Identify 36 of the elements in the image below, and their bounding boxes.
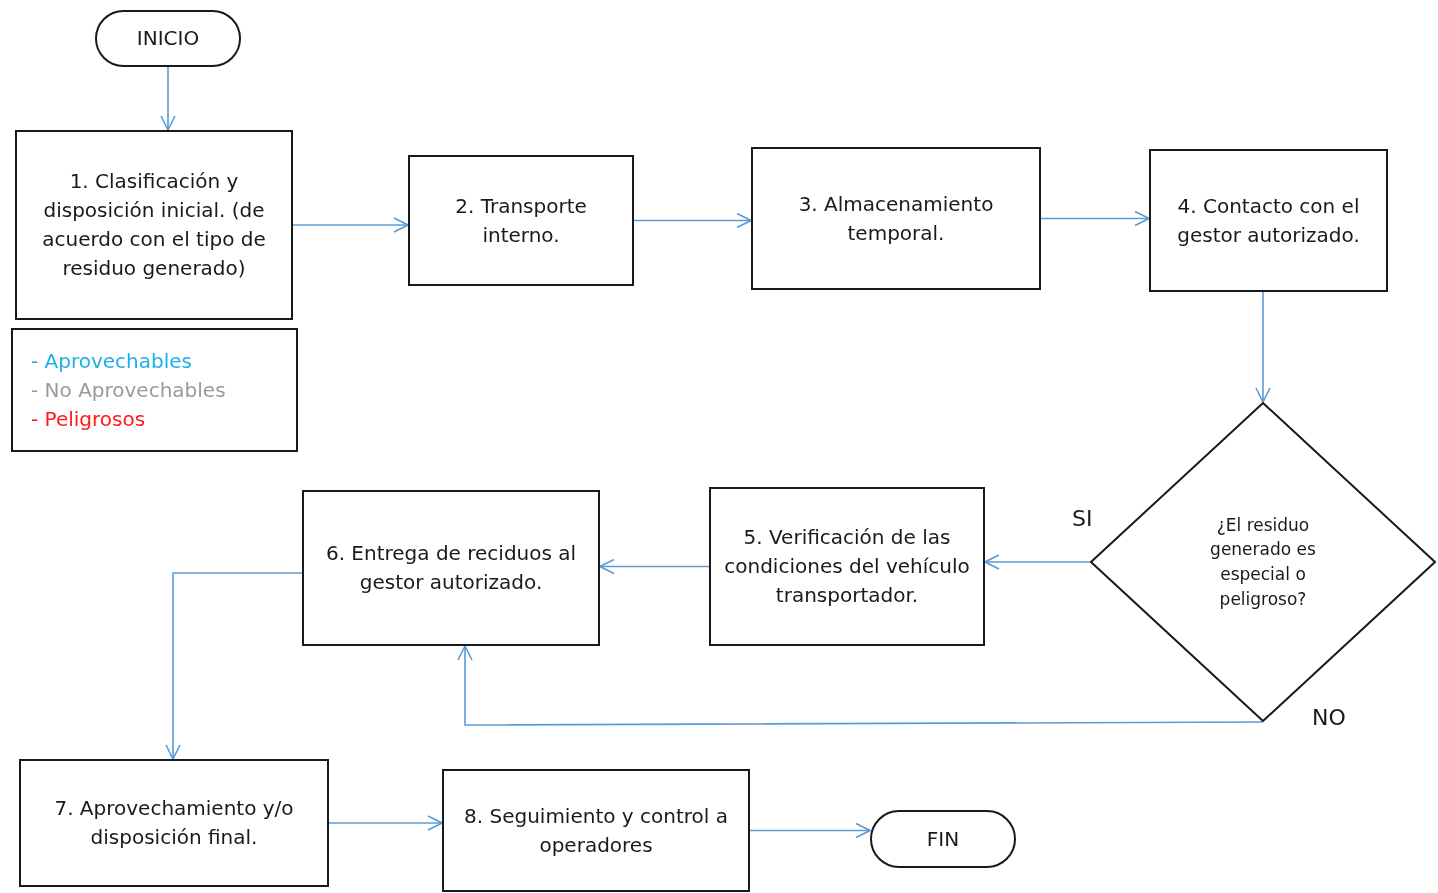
arrow	[599, 558, 710, 575]
process-box	[1149, 149, 1388, 292]
process-box	[709, 487, 985, 646]
process-box	[15, 130, 293, 320]
category-box	[11, 328, 298, 452]
node-text: 2. Transporte interno.	[454, 192, 588, 249]
terminal-pill	[870, 810, 1016, 868]
node-text: 3. Almacenamiento temporal.	[797, 190, 995, 247]
node-text: INICIO	[136, 25, 200, 52]
node-text: 8. Seguimiento y control a operadores	[463, 802, 729, 859]
arrow	[633, 212, 752, 229]
arrow	[1040, 210, 1150, 227]
arrow	[328, 815, 443, 831]
arrow	[1255, 291, 1271, 403]
node-text: 1. Clasificación y disposición inicial. (de acuerdo con el tipo de residuo generado)	[41, 168, 267, 282]
node-text: FIN	[926, 825, 960, 853]
node-text: 4. Contacto con el gestor autorizado.	[1176, 192, 1361, 249]
terminal-pill	[95, 10, 241, 67]
node-text: - No Aprovechables	[31, 376, 226, 404]
node-text: - Aprovechables	[31, 347, 192, 375]
process-box	[751, 147, 1041, 290]
process-box	[442, 769, 750, 892]
node-text: 7. Aprovechamiento y/o disposición final.	[53, 795, 295, 851]
arrow	[160, 66, 176, 131]
process-box	[19, 759, 329, 887]
process-box	[302, 490, 600, 646]
node-text: 6. Entrega de reciduos al gestor autorizado.	[324, 540, 578, 596]
node-text: ¿El residuo generado es especial o peligroso?	[1209, 513, 1317, 611]
node-text: - Peligrosos	[31, 405, 146, 433]
arrow	[292, 217, 409, 233]
arrow	[749, 822, 871, 839]
arrow	[165, 572, 303, 760]
arrow	[457, 645, 1264, 726]
arrow	[984, 554, 1091, 570]
process-box	[408, 155, 634, 286]
node-text: 5. Verificación de las condiciones del vehículo transportador.	[723, 524, 971, 609]
